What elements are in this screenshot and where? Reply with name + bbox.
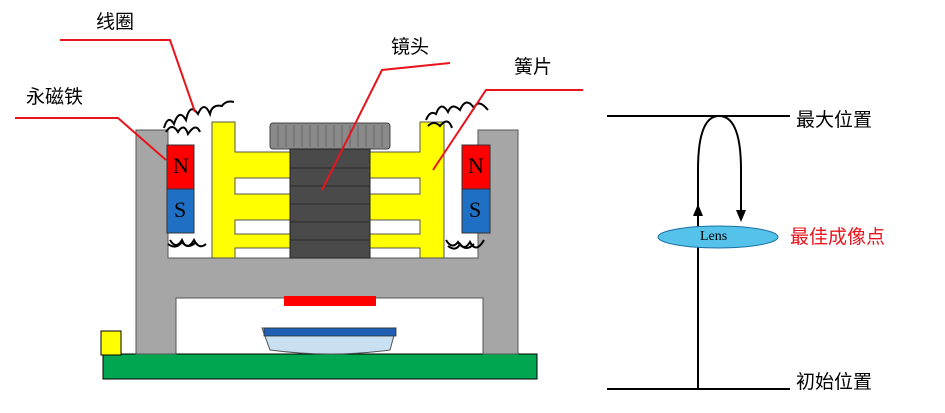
magnet-label: 永磁铁 xyxy=(26,86,84,108)
overshoot-arc xyxy=(697,114,742,216)
lens-label: Lens xyxy=(700,229,728,244)
lens-barrel-rings xyxy=(290,167,370,241)
best-focus-label: 最佳成像点 xyxy=(790,226,886,248)
leader-lines xyxy=(15,39,583,191)
pcb-component xyxy=(100,330,122,356)
initial-position-label: 初始位置 xyxy=(796,371,873,393)
vcm-housing xyxy=(135,129,519,355)
magnet-left-n xyxy=(166,144,195,190)
magnet-right-n-label: N xyxy=(468,153,484,178)
down-arrow-head xyxy=(736,210,746,222)
magnet-right-n xyxy=(461,144,491,190)
pcb-board xyxy=(102,353,538,380)
spring-label: 簧片 xyxy=(514,56,553,78)
coil-label: 线圈 xyxy=(96,11,135,33)
bottom-filter-top xyxy=(263,327,397,337)
lens-barrel-cap xyxy=(269,122,391,150)
magnet-right-s xyxy=(461,188,491,234)
max-position-label: 最大位置 xyxy=(796,109,873,131)
magnet-left-s xyxy=(166,188,195,234)
lens-barrel-label: 镜头 xyxy=(391,36,430,58)
magnet-right-s-label: S xyxy=(469,197,482,222)
magnet-left-s-label: S xyxy=(174,197,187,222)
lens-ellipse xyxy=(657,225,779,249)
image-sensor xyxy=(284,296,376,306)
magnet-left-n-label: N xyxy=(173,153,189,178)
